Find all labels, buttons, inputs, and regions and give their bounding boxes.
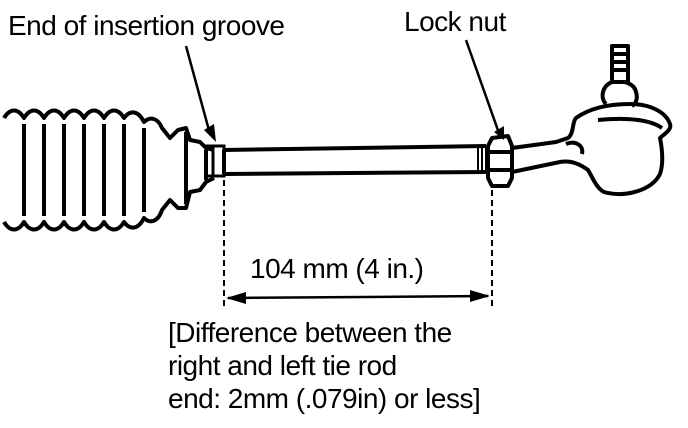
threaded-section [477,148,487,172]
tolerance-note-line-2: right and left tie rod [168,350,397,381]
dimension-arrow-right [470,290,490,302]
tolerance-note: [Difference between the right and left t… [168,316,481,415]
locknut-leader-arrowhead [494,126,504,140]
tie-rod-shaft [222,144,487,176]
insertion-groove-label: End of insertion groove [8,10,285,41]
dimension-arrow-left [226,292,246,304]
leader-lines [184,39,502,137]
rubber-boot [2,108,215,232]
groove-leader-arrowhead [204,124,216,142]
lock-nut [486,134,514,188]
tolerance-note-line-3: end: 2mm (.079in) or less] [168,383,481,414]
dimension-label: 104 mm (4 in.) [250,253,424,284]
tolerance-note-line-1: [Difference between the [168,317,452,348]
dimension-line [227,294,489,300]
lock-nut-label: Lock nut [404,6,506,37]
extension-lines [223,180,493,308]
tie-rod-end [511,44,673,196]
